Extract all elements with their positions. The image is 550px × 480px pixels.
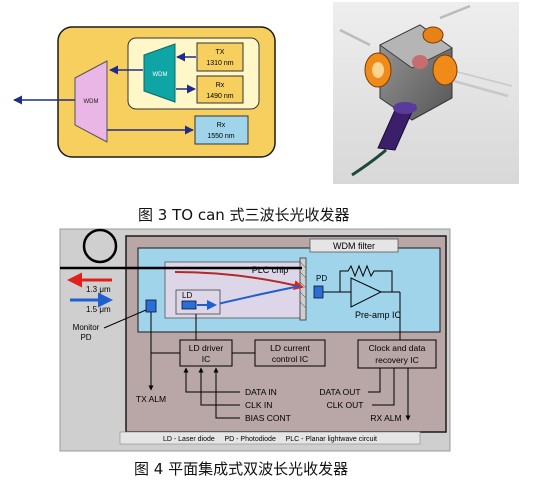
optical-fiber	[351, 148, 387, 177]
legend-box	[119, 431, 421, 445]
rx-1490-wavelength: 1490 nm	[206, 93, 233, 100]
pin-right-2	[449, 69, 513, 87]
clk-out-line	[372, 368, 395, 406]
fig3-caption: 图 3 TO can 式三波长光收发器	[138, 206, 350, 224]
cdr-label-2: recovery IC	[375, 355, 418, 365]
tx-1310-title: TX	[216, 49, 225, 56]
tx-alm-label: TX ALM	[136, 394, 166, 404]
fig3-block-diagram: WDM WDM TX 1310 nm Rx 1490 nm Rx 1550 nm	[13, 26, 276, 158]
clock-data-recovery-ic	[357, 339, 437, 369]
fig4-diagram: WDM filter PLC chip 1.3 μm 1.5 μm LD Mon…	[59, 228, 451, 452]
to-can-top	[422, 26, 444, 44]
inner-filter	[412, 55, 428, 69]
monitor-pd-chip	[145, 299, 157, 313]
ld-chip	[181, 300, 197, 310]
pd-label: PD	[316, 274, 327, 283]
clk-out-label: CLK OUT	[327, 400, 364, 410]
pin-right	[449, 78, 509, 98]
rx-alm-label: RX ALM	[370, 413, 401, 423]
wdm-filter-label-box	[309, 238, 399, 253]
ld-current-label-1: LD current	[270, 343, 310, 353]
wdm-outer-block	[74, 60, 108, 143]
data-out-line	[368, 368, 381, 393]
tx-1310-wavelength: 1310 nm	[206, 60, 233, 67]
ld-current-label-2: control IC	[272, 354, 308, 364]
wdm-outer-label: WDM	[84, 99, 99, 105]
ld-driver-label-2: IC	[202, 354, 211, 364]
feedback-resistor	[339, 264, 393, 292]
tx-1310-box	[196, 42, 244, 72]
label-15um: 1.5 μm	[86, 305, 111, 314]
data-in-line	[183, 367, 240, 393]
wdm-inner-label: WDM	[153, 72, 168, 78]
monitor-pd-leader	[103, 309, 147, 329]
rx-1490-title: Rx	[216, 82, 225, 89]
rx-1550-box	[194, 115, 249, 145]
ld-current-control-ic	[254, 339, 326, 367]
plc-chip-label: PLC chip	[252, 265, 289, 275]
ferrule-collar	[393, 102, 417, 114]
ld-label: LD	[182, 291, 192, 300]
preamp-label: Pre-amp IC	[355, 310, 402, 320]
monitor-pd-label-1: Monitor	[73, 323, 100, 332]
pin-left	[339, 28, 371, 47]
to-can-right	[432, 54, 458, 86]
bias-cont-line	[213, 367, 240, 419]
cdr-label-1: Clock and data	[369, 343, 426, 353]
legend-text: LD - Laser diode PD - Photodiode PLC - P…	[163, 436, 377, 443]
to-can-left-window	[372, 62, 384, 78]
fiber-loop	[82, 228, 118, 264]
bias-cont-label: BIAS CONT	[245, 413, 291, 423]
wdm-inner-block	[143, 43, 176, 103]
label-13um: 1.3 μm	[86, 285, 111, 294]
data-out-label: DATA OUT	[319, 387, 360, 397]
fig3-3d-render	[333, 2, 519, 184]
fig4-caption: 图 4 平面集成式双波长光收发器	[134, 460, 349, 478]
ld-driver-label-1: LD driver	[189, 343, 224, 353]
waveguide-13um	[174, 271, 304, 290]
monitor-pd-label-2: PD	[80, 333, 91, 342]
rx-1550-wavelength: 1550 nm	[207, 133, 234, 140]
pin-top	[439, 4, 471, 20]
pd-chip	[313, 285, 324, 299]
clk-in-label: CLK IN	[245, 400, 272, 410]
data-in-label: DATA IN	[245, 387, 277, 397]
clk-in-line	[198, 367, 240, 406]
rx-1490-box	[196, 75, 244, 104]
rx-1550-title: Rx	[217, 122, 226, 129]
wdm-filter-label: WDM filter	[333, 241, 375, 251]
